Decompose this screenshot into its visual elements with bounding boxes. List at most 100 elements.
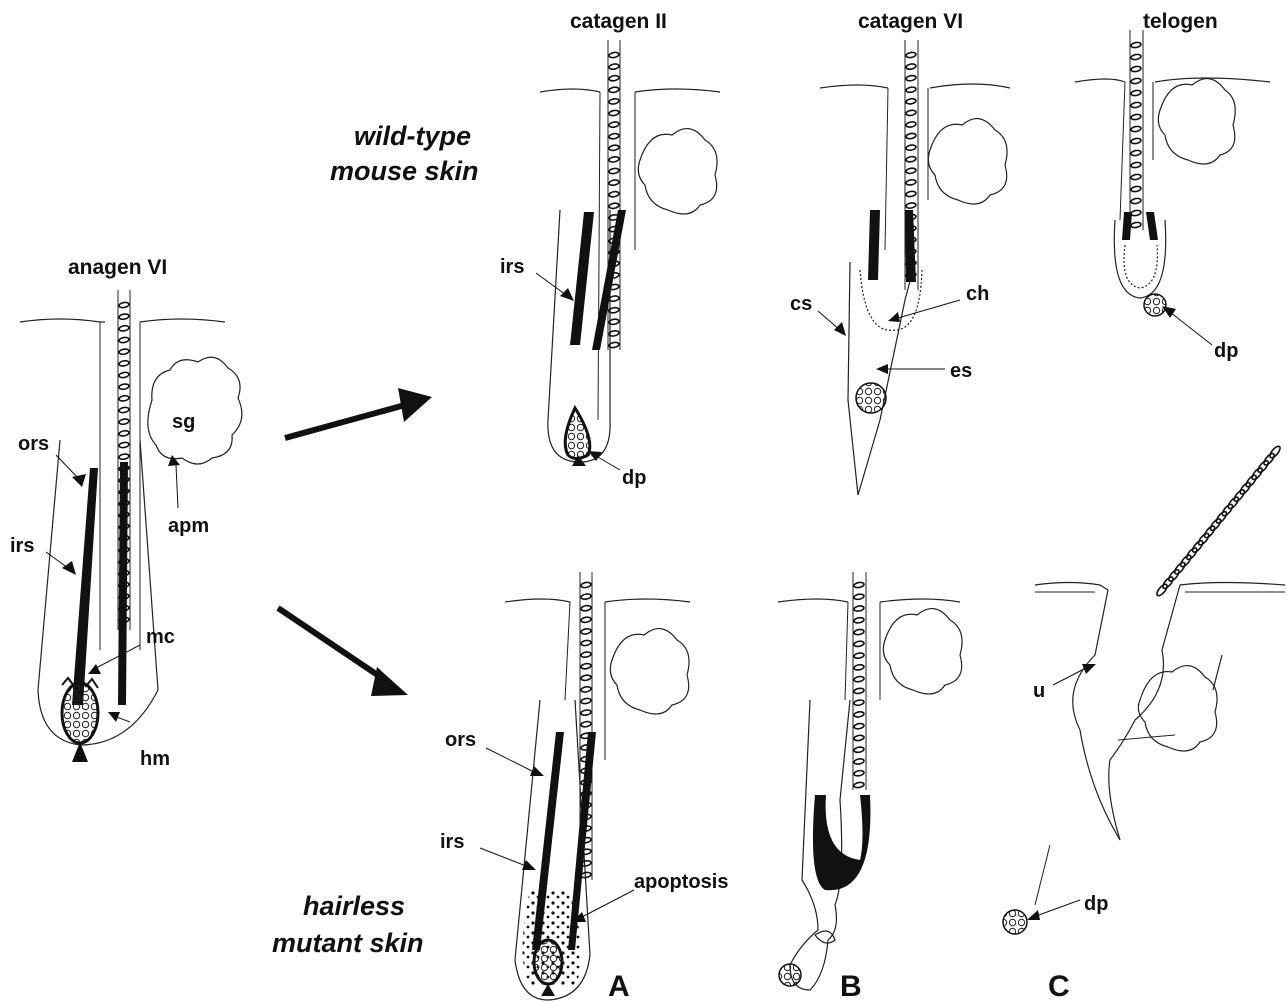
hair-shaft-cell [854,629,865,636]
hair-shaft-cell [609,202,620,209]
hair-shaft-cell [1221,503,1235,518]
hair-shaft-cell [119,418,130,425]
hair-shaft-cell [1161,575,1175,590]
hair-shaft-cell [1179,554,1193,569]
hair-shaft-cell [1185,546,1199,561]
hair-shaft-cell [119,360,130,367]
hair-shaft-cell [1233,488,1247,503]
anagen-dermal-papilla [62,676,98,762]
telogen-annotations [1162,306,1212,345]
catagen6-dermal-papilla [856,383,886,413]
hair-shaft-cell [1268,445,1282,460]
hair-shaft-cell [1155,583,1169,598]
label-dp-hairless-c: dp [1084,893,1108,915]
hair-shaft-cell [581,709,592,716]
label-hm: hm [140,748,170,770]
hair-shaft-cell [906,75,917,82]
hair-shaft-cell [854,782,865,789]
hair-shaft-cell [906,63,917,70]
hair-shaft-cell [1131,150,1142,157]
hair-shaft-cell [906,167,917,174]
hair-shaft-cell [581,605,592,612]
hair-shaft-cell [581,663,592,670]
hair-shaft-cell [854,593,865,600]
hair-shaft-cell [906,110,917,117]
arrow-to-wild-type [285,388,432,438]
catagen2-dermal-papilla [565,408,590,466]
hair-shaft-cell [1197,532,1211,547]
hair-shaft-cell [1215,510,1229,525]
hair-shaft-cell [119,395,130,402]
label-u: u [1033,680,1045,702]
hair-shaft-cell [609,133,620,140]
hair-shaft-cell [119,313,130,320]
condition-wild-type-line1: wild-type [354,121,471,151]
hair-shaft-cell [1209,517,1223,532]
hairless-c-dermal-papilla [1003,845,1050,934]
hair-shaft-cell [906,133,917,140]
anagen-annotations [46,455,180,722]
hair-shaft-cell [581,674,592,681]
hair-shaft-cell [609,179,620,186]
hair-shaft-cell [1256,459,1270,474]
hair-shaft-cell [609,52,620,59]
hair-shaft-cell [609,191,620,198]
catagen2-follicle [540,40,720,462]
hair-shaft-cell [119,430,130,437]
label-apoptosis: apoptosis [634,871,728,893]
hair-shaft-cell [854,617,865,624]
catagen6-annotations [818,300,960,374]
hair-shaft-cell [1191,539,1205,554]
hair-shaft-cell [1238,481,1252,496]
hair-shaft-cell [854,770,865,777]
hairless-b-dermal-papilla [779,964,801,986]
hair-shaft-cell [906,121,917,128]
hair-shaft-cell [609,144,620,151]
label-dp-telogen: dp [1214,340,1238,362]
hair-shaft-cell [1131,78,1142,85]
hair-shaft-cell [609,63,620,70]
hair-shaft-cell [119,337,130,344]
hair-shaft-cell [1131,126,1142,133]
stage-label-catagen-ii: catagen II [570,10,667,33]
hair-shaft-cell [609,121,620,128]
hairless-b-follicle [778,572,962,990]
condition-hairless-line1: hairless [303,891,405,921]
label-ors-anagen: ors [18,433,49,455]
hair-shaft-cell [906,86,917,93]
hairless-c-hair-shaft [1155,445,1282,598]
hair-shaft-cell [609,110,620,117]
hair-shaft-cell [854,652,865,659]
label-irs-catagen2: irs [500,256,524,278]
hair-shaft-cell [906,156,917,163]
hair-shaft-cell [119,302,130,309]
hair-shaft-cell [854,758,865,765]
hair-shaft-cell [1131,138,1142,145]
hair-shaft-cell [854,640,865,647]
stage-label-anagen: anagen VI [68,256,167,279]
panel-label-b: B [840,970,862,1002]
label-ch: ch [966,283,989,305]
hair-shaft-cell [854,723,865,730]
hair-shaft-cell [1131,42,1142,49]
catagen6-club [868,210,916,282]
hair-shaft-cell [1131,222,1142,229]
panel-label-a: A [608,970,630,1002]
hair-shaft-cell [854,746,865,753]
hair-shaft-cell [1131,66,1142,73]
label-mc: mc [146,626,175,648]
hair-shaft-cell [581,686,592,693]
hair-shaft-cell [581,616,592,623]
hair-shaft-cell [119,348,130,355]
hair-shaft-cell [1227,496,1241,511]
hair-shaft-cell [581,640,592,647]
hair-shaft-cell [906,144,917,151]
label-apm: apm [168,515,209,537]
hairless-c-skin [1035,583,1285,841]
hair-shaft-cell [119,442,130,449]
hair-shaft-cell [119,372,130,379]
hair-shaft-cell [854,699,865,706]
hair-shaft-cell [609,168,620,175]
hair-shaft-cell [1250,466,1264,481]
